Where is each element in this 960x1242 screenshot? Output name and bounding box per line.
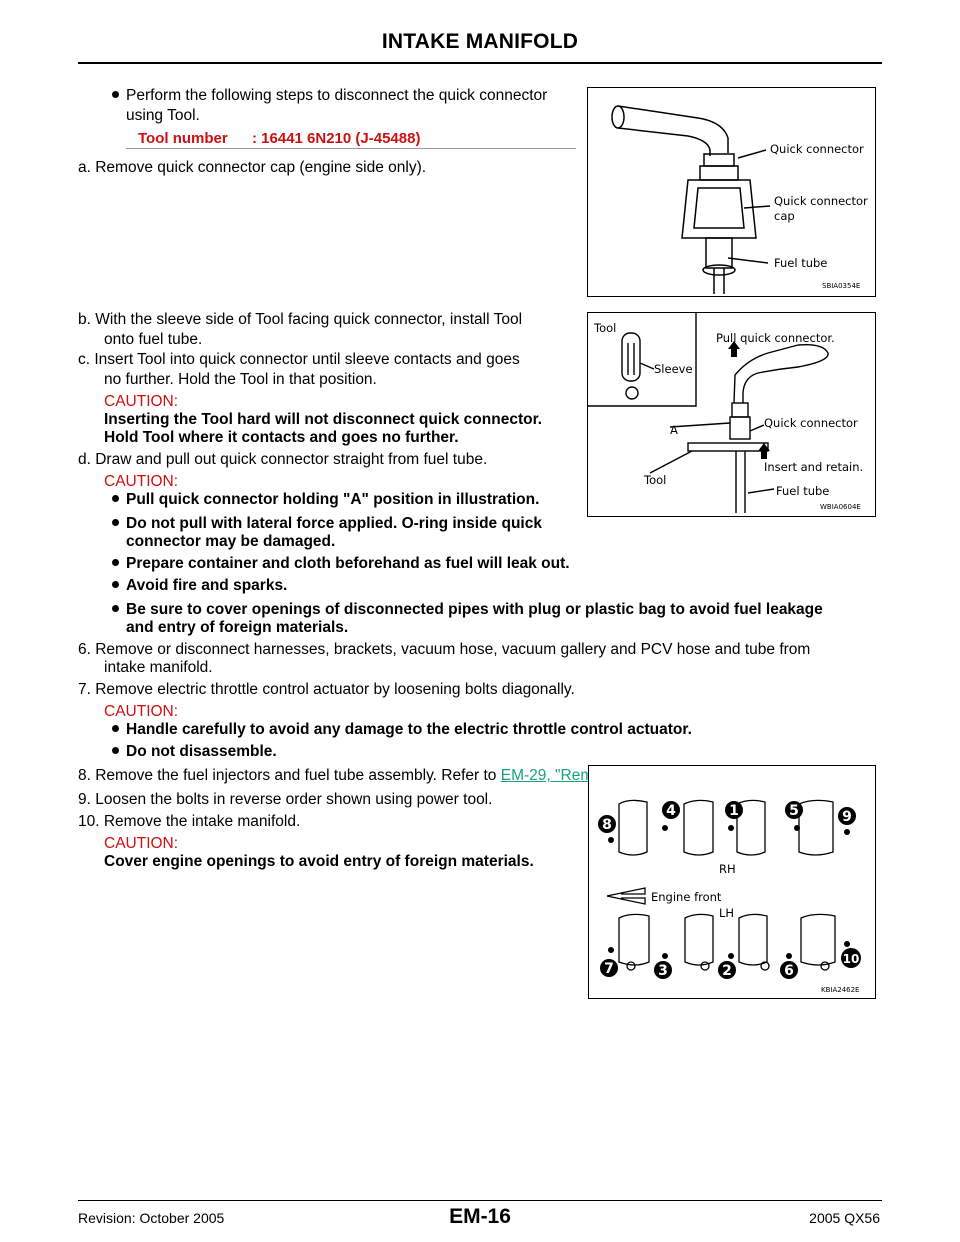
fig2-label: Sleeve bbox=[654, 362, 693, 376]
bolt-number-4: 4 bbox=[666, 803, 676, 819]
step-6-line1: 6. Remove or disconnect harnesses, brack… bbox=[78, 641, 811, 658]
fig2-label: Tool bbox=[644, 473, 667, 487]
figure-tool-insert: Tool Sleeve Pull quick connector. Quick … bbox=[587, 312, 876, 517]
fig2-label: Quick connector bbox=[764, 416, 858, 430]
bullet-icon bbox=[112, 747, 119, 754]
lh-label: LH bbox=[719, 906, 735, 920]
caution-label: CAUTION: bbox=[104, 393, 179, 410]
caution-d-item: Do not pull with lateral force applied. … bbox=[112, 514, 542, 534]
bolt-number-1: 1 bbox=[729, 803, 739, 819]
caution-d-item: Prepare container and cloth beforehand a… bbox=[112, 554, 570, 574]
caution-label: CAUTION: bbox=[104, 473, 179, 490]
intro-line1: Perform the following steps to disconnec… bbox=[126, 87, 548, 104]
bolt-number-9: 9 bbox=[842, 809, 852, 825]
tool-insert-illustration bbox=[588, 313, 829, 513]
fig1-label: Fuel tube bbox=[774, 256, 828, 270]
fig1-label: Quick connector bbox=[774, 194, 868, 208]
step-9: 9. Loosen the bolts in reverse order sho… bbox=[78, 791, 493, 808]
page-number: EM-16 bbox=[449, 1205, 511, 1228]
caution-7-item: Do not disassemble. bbox=[112, 742, 277, 762]
step-b-line1: b. With the sleeve side of Tool facing q… bbox=[78, 311, 523, 328]
fig2-label: A bbox=[670, 423, 678, 437]
rh-label: RH bbox=[719, 862, 736, 876]
page-title: INTAKE MANIFOLD bbox=[381, 30, 579, 53]
caution-10: Cover engine openings to avoid entry of … bbox=[104, 853, 534, 870]
step-d: d. Draw and pull out quick connector str… bbox=[78, 451, 488, 468]
caution-label: CAUTION: bbox=[104, 835, 179, 852]
fig2-label: Tool bbox=[594, 321, 617, 335]
caution-d-item-cont: connector may be damaged. bbox=[126, 533, 336, 550]
fig1-label: Quick connector bbox=[770, 142, 864, 156]
caution-label: CAUTION: bbox=[104, 703, 179, 720]
bolt-number-10: 10 bbox=[843, 952, 860, 966]
fig2-label: Fuel tube bbox=[776, 484, 830, 498]
caution-7-item: Handle carefully to avoid any damage to … bbox=[112, 720, 692, 740]
bolt-number-2: 2 bbox=[722, 963, 732, 979]
footer-model: 2005 QX56 bbox=[809, 1210, 880, 1226]
figure-bolt-order: 4 1 5 8 9 7 3 2 6 10 RH Engine front LH … bbox=[588, 765, 876, 999]
intro-bullet: Perform the following steps to disconnec… bbox=[112, 86, 547, 106]
step-b-line2: onto fuel tube. bbox=[104, 331, 203, 348]
fig2-label: Pull quick connector. bbox=[716, 331, 835, 345]
figure-code: SBIA0354E bbox=[822, 282, 861, 290]
caution-d-item-cont: and entry of foreign materials. bbox=[126, 619, 349, 636]
bolt-number-6: 6 bbox=[784, 963, 794, 979]
quick-connector-illustration bbox=[611, 105, 771, 294]
caution-d-item: Avoid fire and sparks. bbox=[112, 576, 287, 596]
step-c-line2: no further. Hold the Tool in that positi… bbox=[104, 371, 377, 388]
figure-code: WBIA0604E bbox=[820, 503, 861, 511]
caution-d-item: Be sure to cover openings of disconnecte… bbox=[112, 600, 823, 620]
tool-number-label: Tool number bbox=[138, 130, 228, 147]
bullet-icon bbox=[112, 559, 119, 566]
tool-number-value: : 16441 6N210 (J-45488) bbox=[252, 130, 421, 147]
bullet-icon bbox=[112, 495, 119, 502]
intro-line2: using Tool. bbox=[126, 107, 200, 124]
fig1-label: cap bbox=[774, 209, 795, 223]
bullet-icon bbox=[112, 581, 119, 588]
figure-quick-connector: Quick connector Quick connector cap Fuel… bbox=[587, 87, 876, 297]
engine-front-label: Engine front bbox=[651, 890, 722, 904]
tool-number-rule bbox=[126, 148, 576, 149]
fig2-label: Insert and retain. bbox=[764, 460, 864, 474]
caution-c-line2: Hold Tool where it contacts and goes no … bbox=[104, 429, 459, 446]
step-8-text: 8. Remove the fuel injectors and fuel tu… bbox=[78, 767, 501, 784]
bullet-icon bbox=[112, 91, 119, 98]
bolt-number-8: 8 bbox=[602, 817, 612, 833]
bolt-number-7: 7 bbox=[604, 961, 614, 977]
bolt-order-illustration: 4 1 5 8 9 7 3 2 6 10 bbox=[598, 799, 861, 979]
step-10: 10. Remove the intake manifold. bbox=[78, 813, 301, 830]
step-6-line2: intake manifold. bbox=[104, 659, 213, 676]
bullet-icon bbox=[112, 519, 119, 526]
step-a: a. Remove quick connector cap (engine si… bbox=[78, 159, 427, 176]
bullet-icon bbox=[112, 605, 119, 612]
bolt-number-5: 5 bbox=[789, 803, 799, 819]
bullet-icon bbox=[112, 725, 119, 732]
footer-rule bbox=[78, 1200, 882, 1201]
bolt-number-3: 3 bbox=[658, 963, 668, 979]
header-rule bbox=[78, 62, 882, 64]
figure-code: KBIA2462E bbox=[821, 986, 860, 994]
step-7: 7. Remove electric throttle control actu… bbox=[78, 681, 575, 698]
caution-d-item: Pull quick connector holding "A" positio… bbox=[112, 490, 539, 510]
footer-revision: Revision: October 2005 bbox=[78, 1210, 225, 1226]
step-c-line1: c. Insert Tool into quick connector unti… bbox=[78, 351, 520, 368]
caution-c-line1: Inserting the Tool hard will not disconn… bbox=[104, 411, 543, 428]
